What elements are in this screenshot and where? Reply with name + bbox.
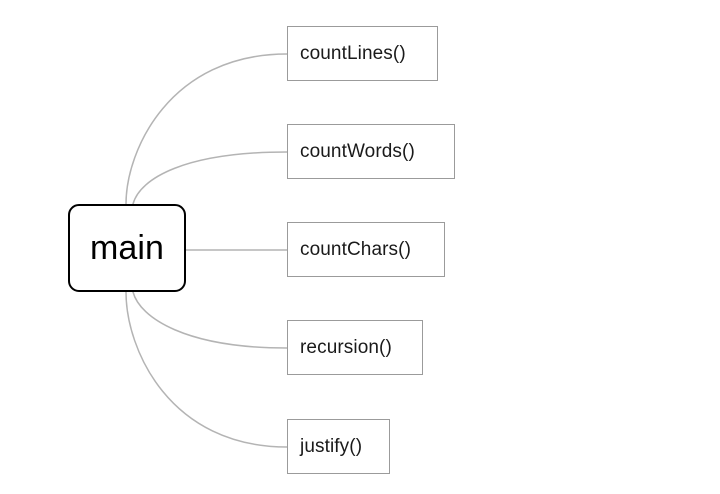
- node-recursion-label: recursion(): [300, 337, 392, 358]
- edge-main-to-recursion: [132, 291, 288, 349]
- node-count-words[interactable]: countWords(): [287, 124, 455, 179]
- node-main-label: main: [89, 229, 165, 267]
- node-count-words-label: countWords(): [300, 141, 415, 162]
- node-count-chars-label: countChars(): [300, 239, 412, 260]
- node-justify[interactable]: justify(): [287, 419, 390, 474]
- node-main[interactable]: main: [68, 204, 186, 292]
- edge-main-to-countWords: [132, 151, 288, 205]
- node-count-lines-label: countLines(): [300, 43, 406, 64]
- node-recursion[interactable]: recursion(): [287, 320, 423, 375]
- edge-main-to-countLines: [125, 53, 288, 205]
- node-count-chars[interactable]: countChars(): [287, 222, 445, 277]
- edge-main-to-justify: [125, 291, 288, 448]
- node-count-lines[interactable]: countLines(): [287, 26, 438, 81]
- node-justify-label: justify(): [300, 436, 363, 457]
